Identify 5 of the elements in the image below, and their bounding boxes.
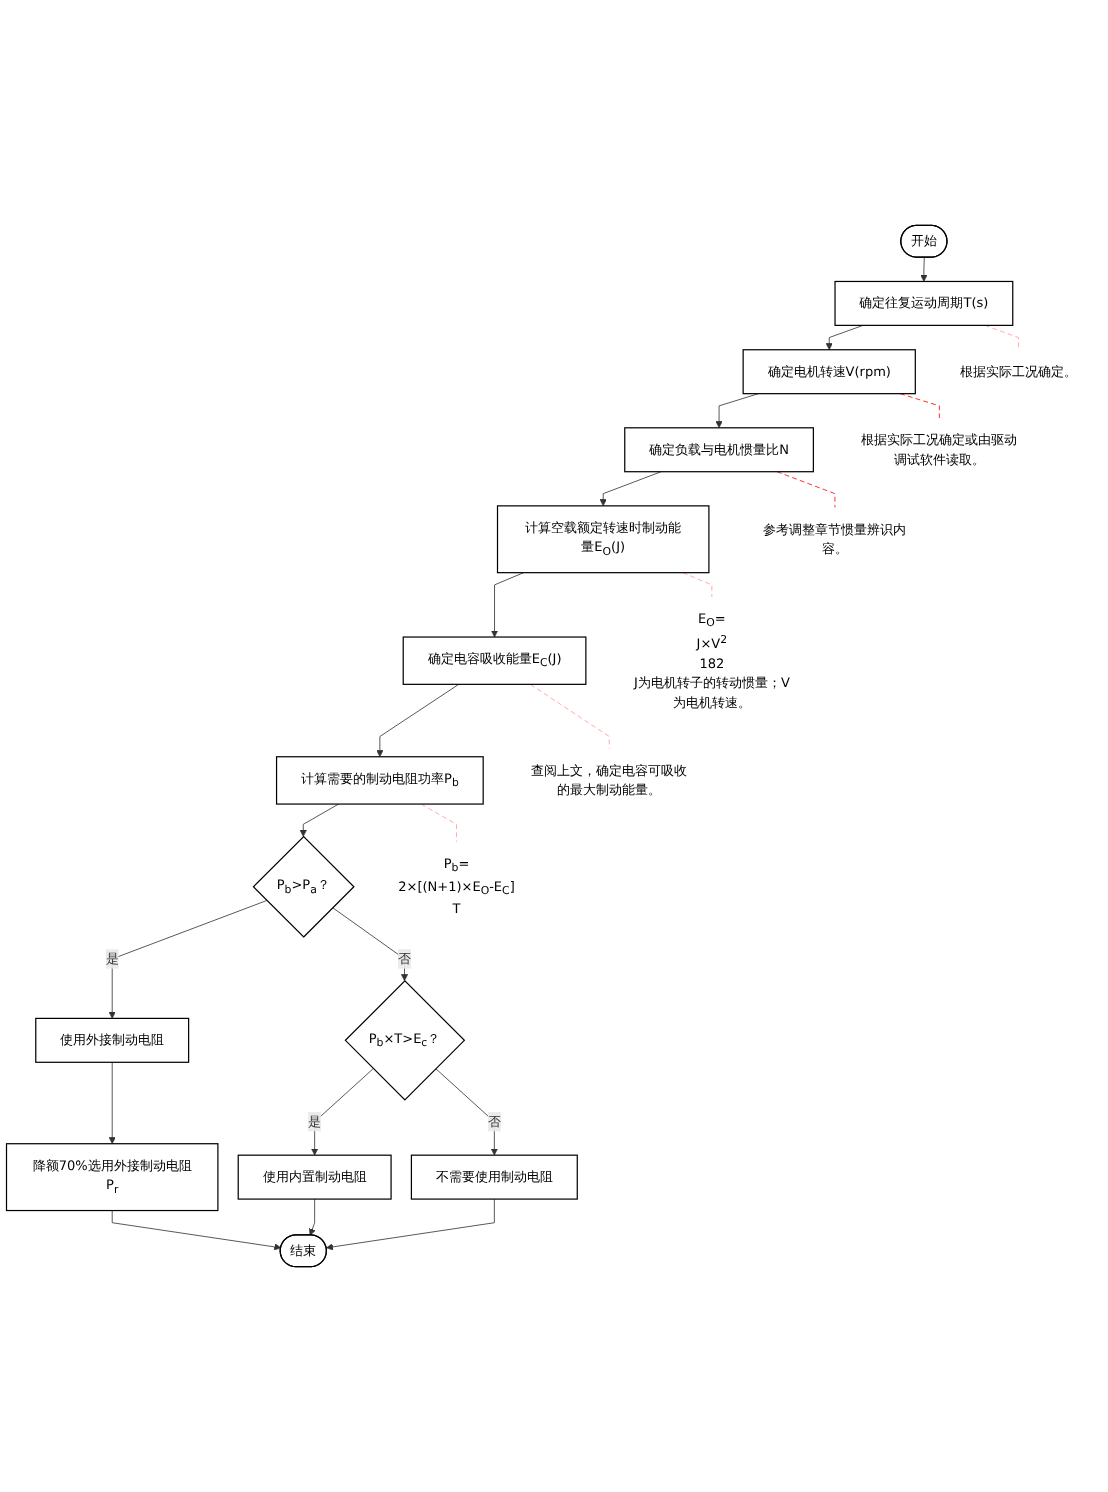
connector bbox=[899, 393, 940, 419]
connector bbox=[984, 324, 1019, 351]
connector bbox=[776, 471, 836, 508]
connector bbox=[682, 572, 713, 598]
connector bbox=[529, 683, 610, 750]
